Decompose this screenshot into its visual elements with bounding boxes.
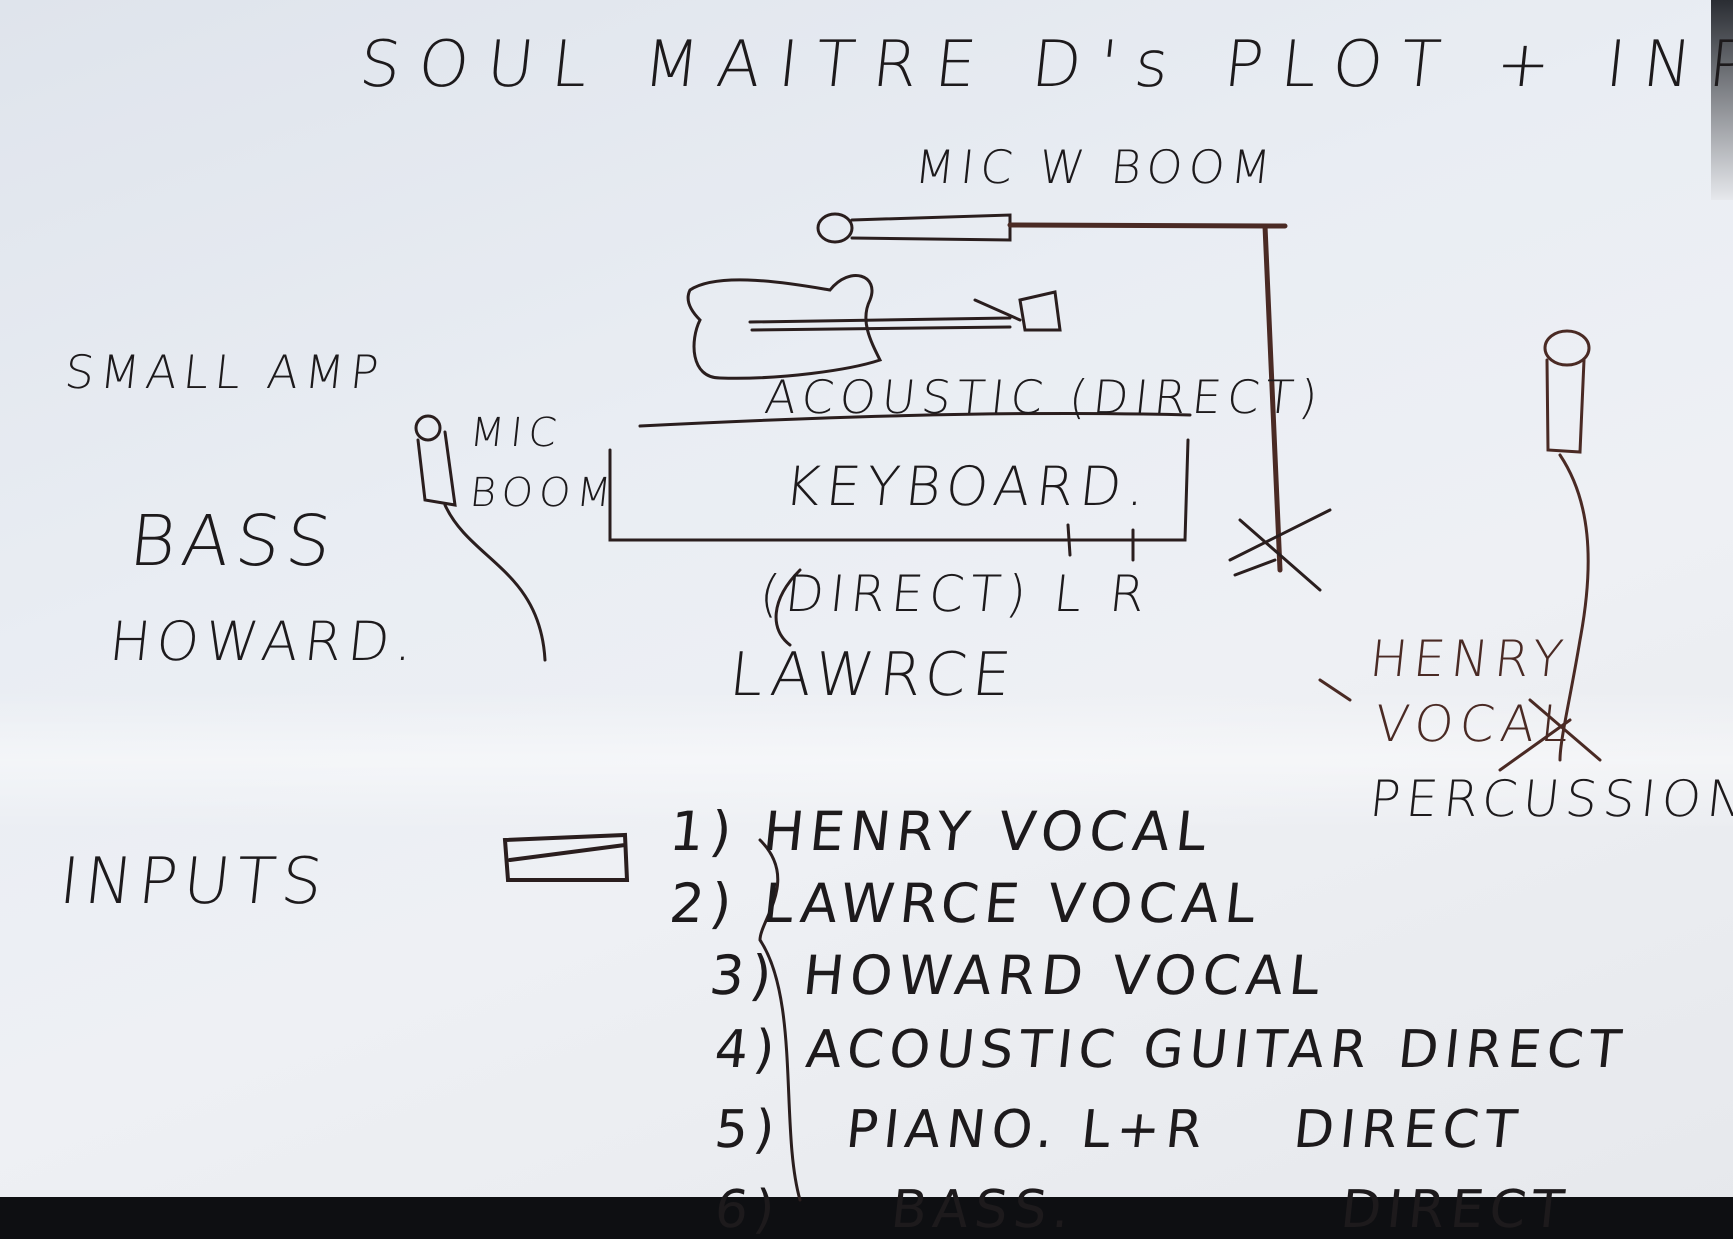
input-mic-icon	[502, 832, 630, 882]
label-keyboard-direct-lr: (DIRECT) L R	[756, 565, 1154, 623]
input-number: 5)	[711, 1100, 784, 1160]
input-item: 3) HOWARD VOCAL	[707, 944, 1381, 1007]
keyboard-icon	[608, 411, 1192, 647]
input-item: 4) ACOUSTIC GUITAR DIRECT	[712, 1020, 1656, 1080]
boom-mic-icon	[816, 212, 1332, 592]
label-mic: MIC	[467, 410, 565, 456]
input-name: PIANO. L+R	[843, 1100, 1212, 1160]
input-name: BASS.	[888, 1180, 1079, 1239]
input-note: DIRECT	[1338, 1180, 1573, 1239]
input-name: HENRY VOCAL	[760, 800, 1216, 863]
table-edge-bottom	[0, 1197, 1733, 1239]
label-percussion: PERCUSSION	[1366, 770, 1733, 828]
input-item: 5) PIANO. L+R DIRECT	[712, 1100, 1552, 1160]
label-acoustic-direct: ACOUSTIC (DIRECT)	[762, 370, 1327, 424]
table-edge	[1711, 0, 1733, 200]
label-howard: HOWARD.	[106, 610, 423, 673]
inputs-heading: INPUTS	[56, 845, 332, 919]
input-note	[1284, 872, 1291, 935]
input-note: DIRECT	[1395, 1020, 1630, 1080]
list-brace	[758, 838, 802, 1202]
input-name: ACOUSTIC GUITAR	[803, 1020, 1376, 1080]
input-number: 2)	[666, 872, 741, 935]
label-boom: BOOM	[467, 470, 620, 516]
vocal-mic-icon	[1318, 329, 1602, 772]
page-title: SOUL MAITRE D's PLOT + INPUTS	[356, 28, 1733, 102]
input-item: 6) BASS. DIRECT	[712, 1180, 1599, 1239]
label-henry: HENRY	[1366, 630, 1572, 688]
input-number: 4)	[711, 1020, 784, 1080]
input-note	[1348, 944, 1355, 1007]
input-note: DIRECT	[1290, 1100, 1526, 1160]
input-name: HOWARD VOCAL	[800, 944, 1329, 1007]
label-lawrce: LAWRCE	[726, 640, 1021, 710]
input-number: 1)	[666, 800, 741, 863]
input-note	[1235, 800, 1242, 863]
input-item: 1) HENRY VOCAL	[667, 800, 1268, 863]
paper-glare	[0, 690, 1733, 830]
label-small-amp: SMALL AMP	[62, 345, 387, 399]
label-bass: BASS	[125, 500, 341, 582]
bass-mic-icon	[414, 414, 547, 662]
acoustic-guitar-icon	[686, 274, 1062, 380]
label-mic-w-boom: MIC W BOOM	[912, 140, 1280, 194]
input-item: 2) LAWRCE VOCAL	[667, 872, 1317, 935]
input-name: LAWRCE VOCAL	[760, 872, 1265, 935]
input-number: 3)	[706, 944, 781, 1007]
input-number: 6)	[711, 1180, 784, 1239]
label-vocal: VOCAL	[1371, 695, 1578, 753]
label-keyboard: KEYBOARD.	[781, 455, 1154, 518]
